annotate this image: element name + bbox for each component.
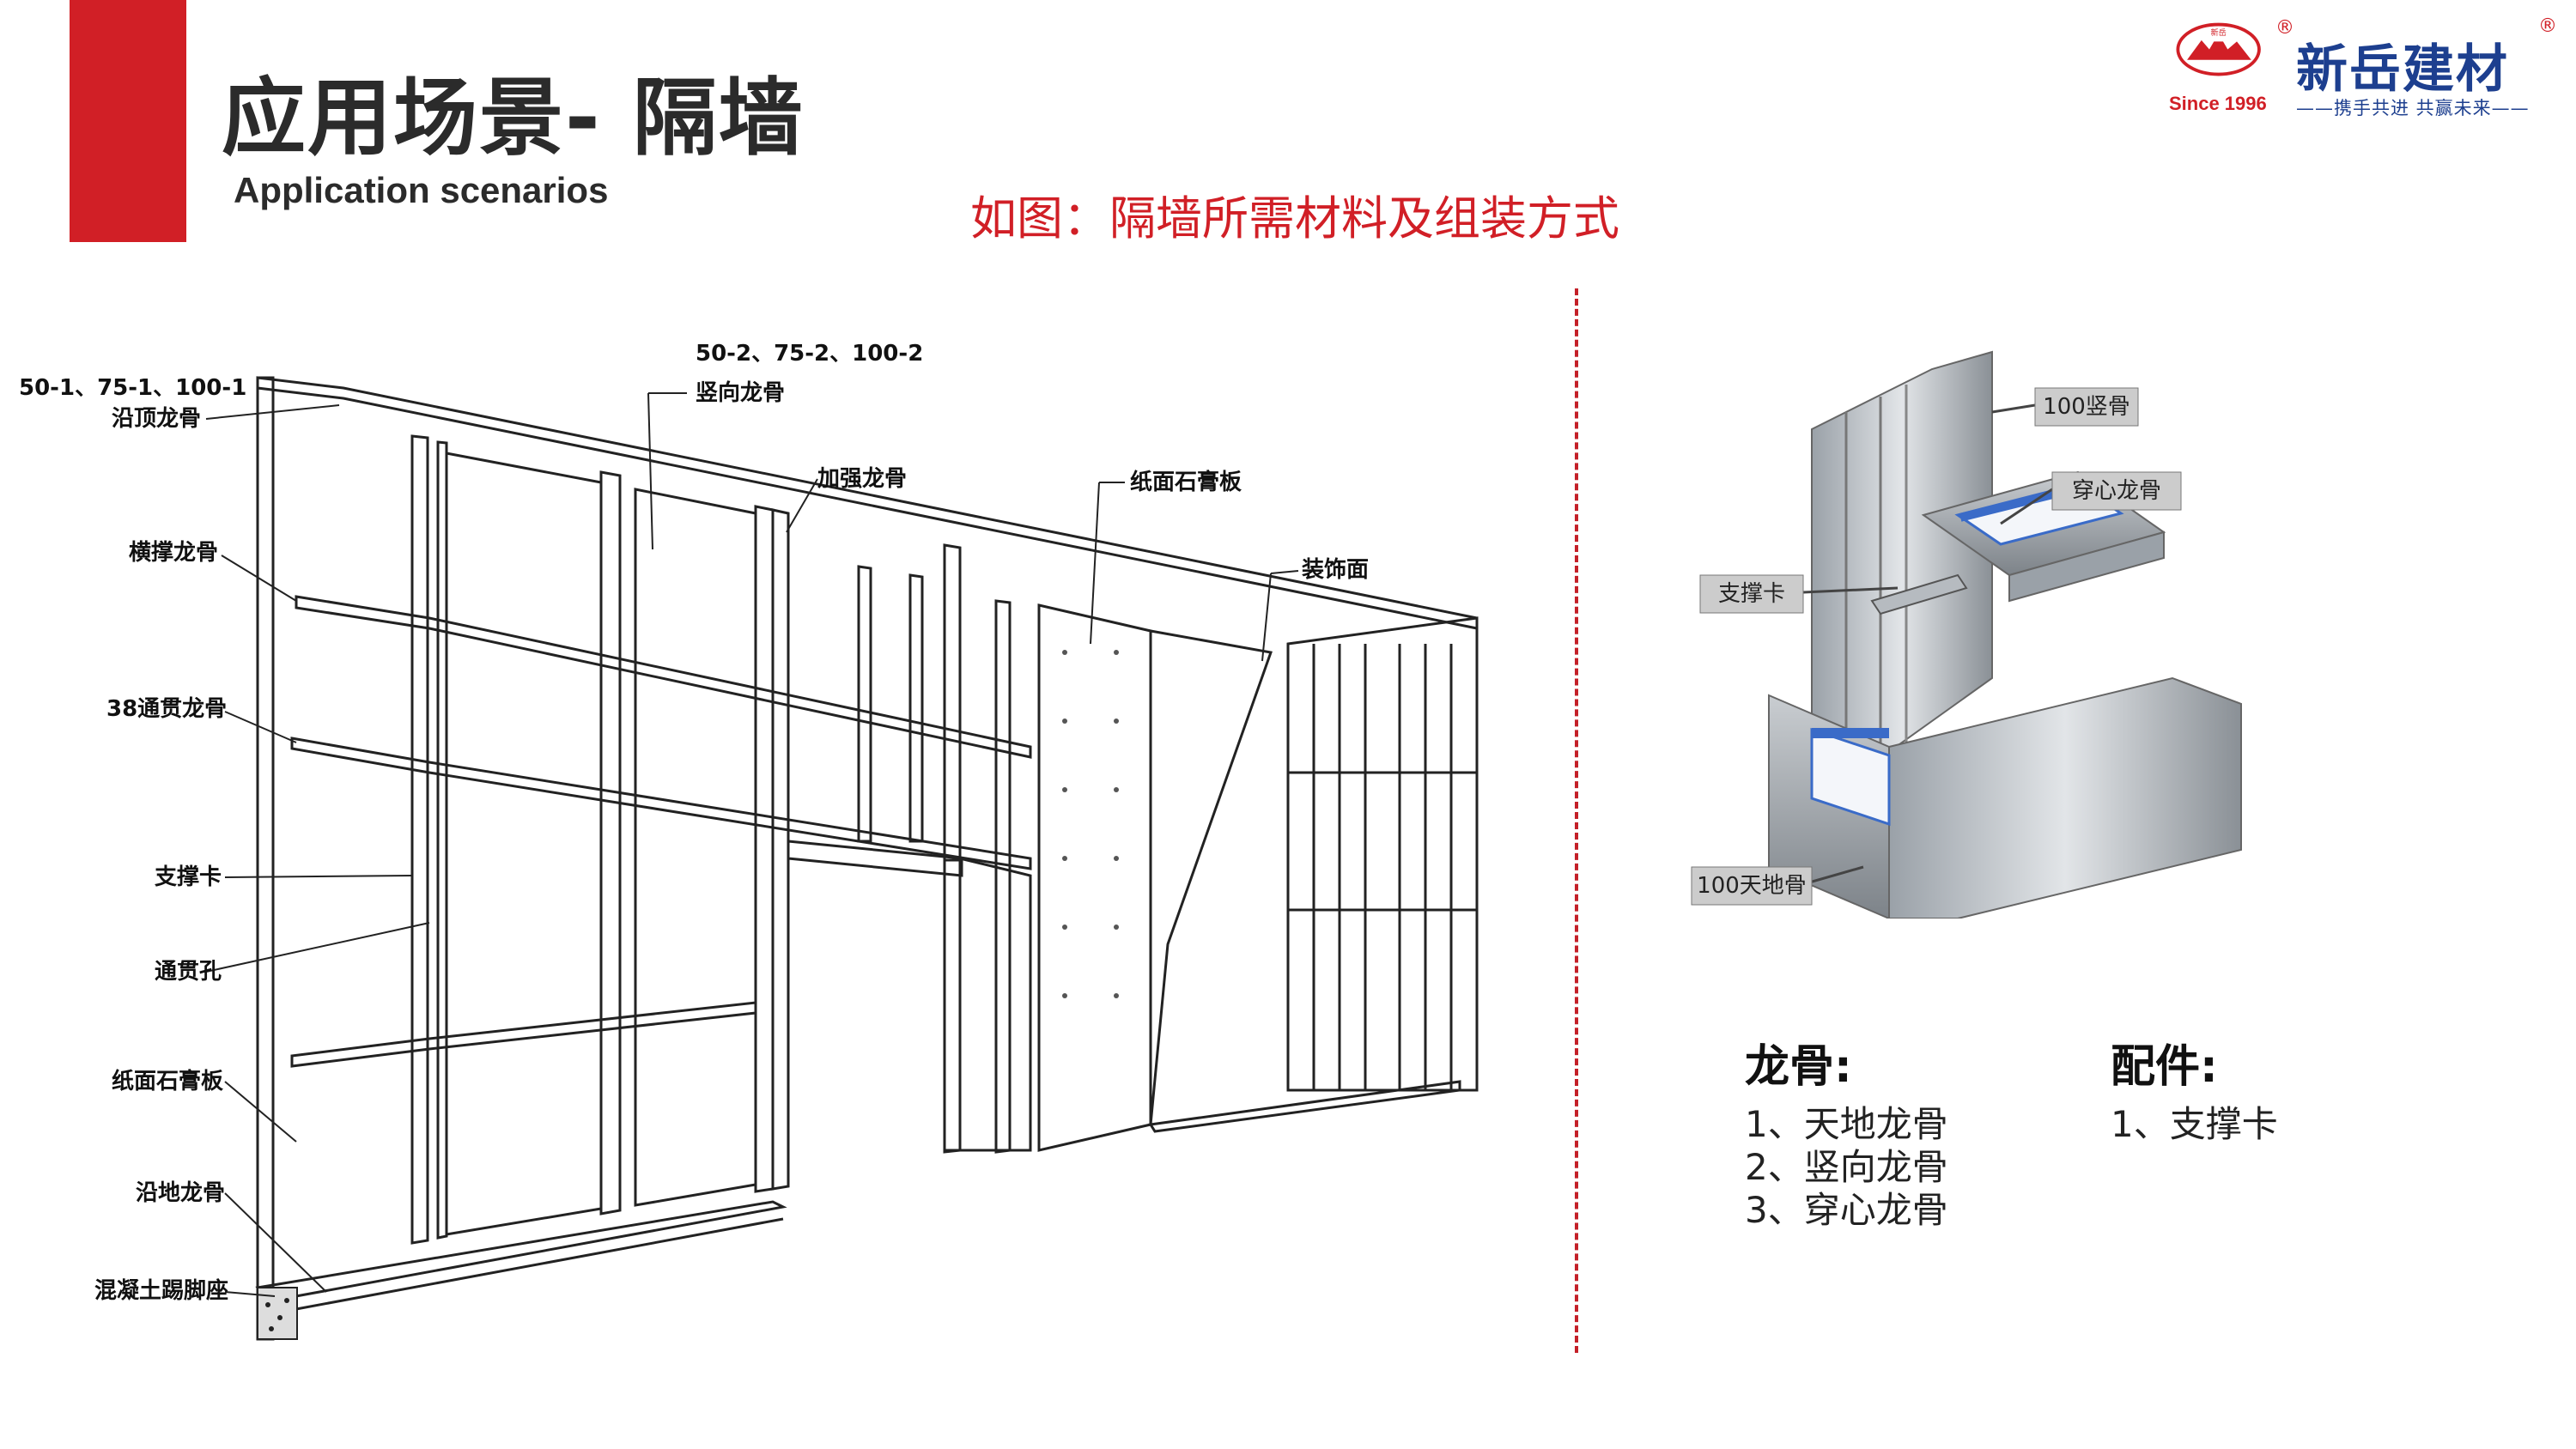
label-floor-track: 沿地龙骨	[136, 1180, 225, 1206]
label-through-keel: 穿心龙骨	[2072, 478, 2161, 504]
label-gypsum-board-left: 纸面石膏板	[112, 1068, 223, 1094]
keel-list-item: 1、天地龙骨	[1745, 1103, 1948, 1145]
accessory-list-heading: 配件:	[2111, 1041, 2218, 1093]
label-support-clip: 支撑卡	[1718, 581, 1785, 607]
brand-name: 新岳建材	[2296, 39, 2509, 100]
keel-list-item: 3、穿心龙骨	[1745, 1189, 1948, 1231]
accent-bar	[70, 0, 186, 242]
label-stud-spec: 50-2、75-2、100-2	[696, 341, 923, 367]
label-cross-brace: 横撑龙骨	[129, 540, 218, 566]
page-subtitle: Application scenarios	[234, 170, 609, 210]
brand-since: Since 1996	[2169, 93, 2267, 114]
partition-frame-drawing: 50-1、75-1、100-1 沿顶龙骨 横撑龙骨 38通贯龙骨 支撑卡 通贯孔…	[19, 341, 1479, 1341]
label-track-100: 100天地骨	[1697, 873, 1807, 899]
keel-list: 龙骨: 1、天地龙骨 2、竖向龙骨 3、穿心龙骨	[1745, 1030, 1948, 1232]
label-through-hole: 通贯孔	[155, 959, 222, 985]
accessory-list: 配件: 1、支撑卡	[2111, 1030, 2278, 1146]
label-decorative-face: 装饰面	[1302, 557, 1369, 583]
label-stud-100: 100竖骨	[2043, 394, 2130, 420]
figure-caption: 如图：隔墙所需材料及组装方式	[970, 191, 1619, 246]
page-title: 应用场景- 隔墙	[222, 70, 805, 167]
logo-badge-icon: 新岳	[2157, 21, 2289, 122]
brand-slogan: ——携手共进 共赢未来——	[2296, 98, 2530, 118]
label-top-track-spec: 50-1、75-1、100-1	[19, 375, 246, 401]
brand-logo: 新岳 ® 新岳建材 ® Since 1996 ——携手共进 共赢未来——	[2157, 15, 2557, 118]
keel-list-item: 2、竖向龙骨	[1745, 1146, 1948, 1188]
keel-list-heading: 龙骨:	[1745, 1041, 1852, 1093]
label-concrete-base: 混凝土踢脚座	[94, 1277, 228, 1304]
accessory-list-item: 1、支撑卡	[2111, 1103, 2278, 1145]
label-vertical-stud: 竖向龙骨	[696, 379, 785, 406]
svg-text:新岳: 新岳	[2211, 27, 2227, 38]
label-reinforced-keel: 加强龙骨	[817, 466, 907, 492]
section-divider	[1575, 288, 1578, 1353]
partition-wall-diagram: 50-1、75-1、100-1 沿顶龙骨 横撑龙骨 38通贯龙骨 支撑卡 通贯孔…	[0, 292, 1546, 1356]
keel-assembly-illustration: 100竖骨 穿心龙骨 支撑卡 100天地骨	[1691, 350, 2242, 919]
label-support-clip: 支撑卡	[155, 864, 222, 890]
label-top-track: 沿顶龙骨	[112, 406, 201, 432]
label-gypsum-board-right: 纸面石膏板	[1130, 469, 1242, 495]
label-through-keel-38: 38通贯龙骨	[106, 696, 227, 722]
keel-assembly-photo: 100竖骨 穿心龙骨 支撑卡 100天地骨	[1674, 318, 2327, 919]
